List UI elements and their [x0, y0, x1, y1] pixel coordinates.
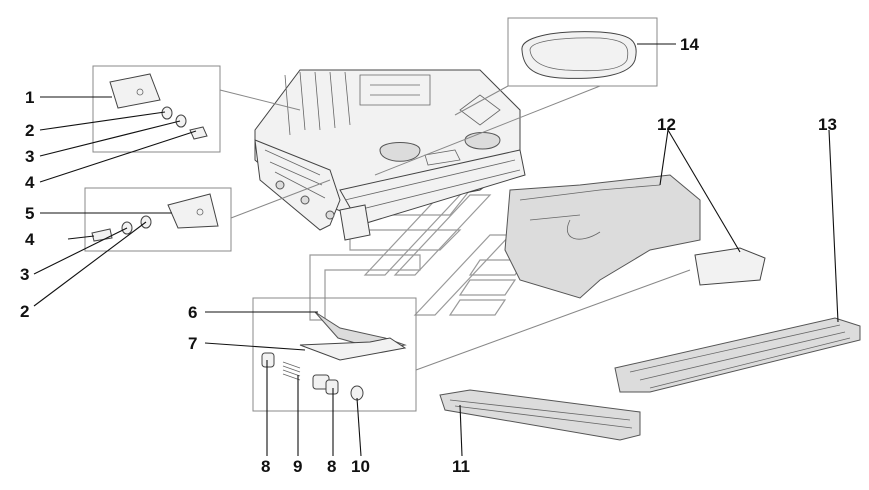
callout-7: 7	[188, 334, 197, 353]
callout-8-right: 8	[327, 457, 336, 476]
bushing-8b-drawing	[312, 374, 339, 395]
inset-box-top-bracket	[92, 65, 221, 153]
callout-8-left: 8	[261, 457, 270, 476]
step-plate-11-drawing	[439, 389, 641, 441]
callout-4-bottom: 4	[25, 230, 35, 249]
callout-4-top: 4	[25, 173, 35, 192]
step-plate-13-drawing	[614, 317, 861, 393]
vehicle-frame-illustration	[254, 69, 526, 241]
callout-labels: 1 2 3 4 5 4 3 2 6 7 8 9 8 10 11 12 13 14	[20, 35, 837, 476]
washer-3a-drawing	[175, 114, 187, 128]
seal-14-drawing	[521, 31, 637, 79]
callout-6: 6	[188, 303, 197, 322]
callout-1: 1	[25, 88, 34, 107]
callout-9: 9	[293, 457, 302, 476]
callout-5: 5	[25, 204, 34, 223]
spring-9-drawing	[282, 361, 301, 381]
callout-3-top: 3	[25, 147, 34, 166]
callout-3-bottom: 3	[20, 265, 29, 284]
callout-2-top: 2	[25, 121, 34, 140]
leader-lines	[33, 43, 839, 457]
bolt-4b-drawing	[91, 228, 113, 242]
bracket-5-drawing	[167, 193, 219, 229]
floor-mat-12-drawing	[504, 174, 766, 299]
callout-12: 12	[657, 115, 676, 134]
inset-box-seal	[507, 17, 658, 87]
bolt-4a-drawing	[189, 126, 208, 140]
callout-11: 11	[452, 457, 470, 476]
callout-13: 13	[818, 115, 837, 134]
callout-2-bottom: 2	[20, 302, 29, 321]
inset-box-spring-assembly	[252, 297, 417, 412]
bushing-8a-drawing	[261, 352, 275, 368]
washer-2a-drawing	[161, 106, 173, 120]
nut-10-drawing	[350, 385, 364, 401]
inset-box-lower-bracket	[84, 187, 232, 252]
callout-10: 10	[351, 457, 370, 476]
bracket-1-drawing	[109, 73, 161, 109]
plate-7-drawing	[299, 337, 407, 361]
callout-14: 14	[680, 35, 699, 54]
